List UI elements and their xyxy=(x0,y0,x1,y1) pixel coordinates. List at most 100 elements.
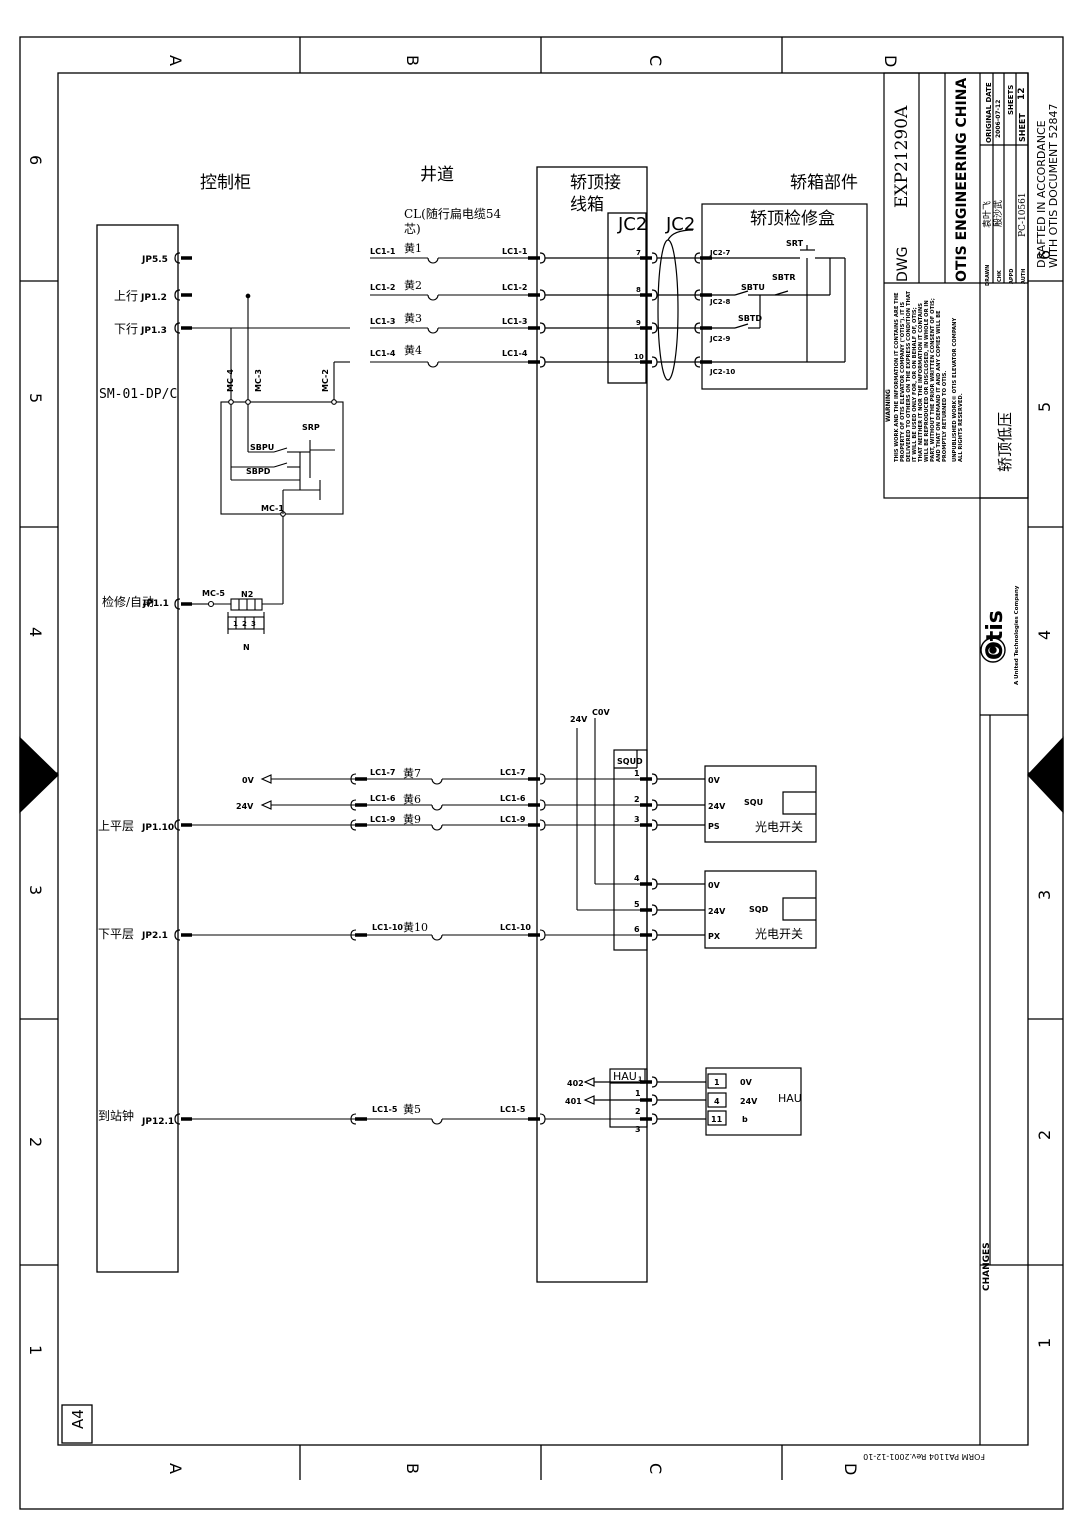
drafted-line-2: WITH OTIS DOCUMENT 52847 xyxy=(1047,104,1060,268)
warning-line-3: DELIVERED TO OTHERS ON THE EXPRESS CONDI… xyxy=(906,291,912,462)
mc-1-label: MC-1 xyxy=(261,504,284,513)
col-label-bottom-d: D xyxy=(841,1463,860,1475)
row-label-right-1: 1 xyxy=(1035,1338,1054,1348)
row-label-left-5: 5 xyxy=(26,393,45,403)
warning-line-7: PART, WITHOUT THE PRIOR WRITTEN CONSENT … xyxy=(930,298,936,462)
col-label-bottom-a: A xyxy=(166,1463,185,1474)
heading-cartop-box-1: 轿顶接 xyxy=(570,173,621,193)
lc1-2-right: LC1-2 xyxy=(502,283,527,292)
jc-pin-8: 8 xyxy=(636,286,641,294)
squd-pin-2: 2 xyxy=(634,795,640,804)
wire-color-9: 黄9 xyxy=(403,812,421,826)
title-block xyxy=(883,72,1029,1445)
lc1-9-right: LC1-9 xyxy=(500,815,526,824)
port-pin-jp5-5: JP5.5 xyxy=(141,255,168,265)
n-pin-1: 1 xyxy=(233,620,238,628)
port-pin-jp1-1: JP1.1 xyxy=(142,599,169,609)
traveling-cable-wires xyxy=(370,257,528,368)
heading-cabinet: 控制柜 xyxy=(200,173,251,193)
wire-color-7: 黄7 xyxy=(403,766,421,780)
row-label-left-6: 6 xyxy=(26,155,45,165)
supply-24v-label: 24V xyxy=(570,715,588,724)
auth-label: AUTH xyxy=(1021,269,1027,284)
row-label-right-5: 5 xyxy=(1035,402,1054,412)
frame-labels: A B C D A B C D 6 5 4 3 2 1 5 4 3 2 1 A4… xyxy=(26,55,1054,1475)
lc1-10-left: LC1-10 xyxy=(372,923,403,932)
warning-line-10: UNPUBLISHED WORK© OTIS ELEVATOR COMPANY xyxy=(952,317,958,462)
hau-box-label: HAU xyxy=(613,1070,637,1083)
squd-pin-6: 6 xyxy=(634,925,640,934)
drawn-name: 袁叶飞 xyxy=(981,201,993,228)
port-cn-down-level: 下平层 xyxy=(98,927,134,941)
cartop-junction-box xyxy=(536,166,648,1283)
ov-supply-label: 0V xyxy=(242,776,255,785)
auth-value: PC-10561 xyxy=(1018,192,1028,237)
n-pin-2: 2 xyxy=(242,620,247,628)
port-pin-jp12-1: JP12.1 xyxy=(141,1117,174,1127)
col-label-top-d: D xyxy=(881,55,900,67)
sqd-name: SQD xyxy=(749,905,769,914)
jc2-7-label: JC2-7 xyxy=(709,249,731,257)
sensor-wires xyxy=(192,718,640,1125)
mc-2-label: MC-2 xyxy=(321,369,330,392)
heading-car-parts: 轿箱部件 xyxy=(790,173,858,193)
hau-out-401: 401 xyxy=(565,1097,582,1106)
sbtu-label: SBTU xyxy=(741,283,765,292)
warning-line-5: THAT NEITHER IT NOR THE INFORMATION IT C… xyxy=(918,303,924,462)
mc-4-label: MC-4 xyxy=(226,369,235,392)
hau-pin-3: 3 xyxy=(635,1125,641,1134)
hau-pin-1: 1 xyxy=(635,1089,641,1098)
port-cn-gong: 到站钟 xyxy=(98,1108,134,1123)
sheet-label: SHEET xyxy=(1018,113,1027,142)
squd-pin-1: 1 xyxy=(634,769,640,778)
cable-label-2: 芯) xyxy=(404,222,421,236)
n-pin-3: 3 xyxy=(251,620,256,628)
warning-line-6: WILL BE REPRODUCED OR DISCLOSED, IN WHOL… xyxy=(924,300,930,462)
jc2-label-a: JC2 xyxy=(617,214,647,235)
sbpd-label: SBPD xyxy=(246,467,271,476)
port-pin-jp2-1: JP2.1 xyxy=(141,931,168,941)
port-cn-up-level: 上平层 xyxy=(98,819,134,833)
heading-inspection-box: 轿顶检修盒 xyxy=(750,209,835,229)
lc1-9-left: LC1-9 xyxy=(370,815,396,824)
squ-pin-24v: 24V xyxy=(708,802,726,811)
24v-supply-label: 24V xyxy=(236,802,254,811)
squd-pin-5: 5 xyxy=(634,900,640,909)
title-row-label-6: 6 xyxy=(1035,250,1054,260)
squ-desc: 光电开关 xyxy=(755,820,803,834)
sheets-label: SHEETS xyxy=(1007,85,1015,115)
lc1-4-left: LC1-4 xyxy=(370,349,396,358)
drawing-frame xyxy=(19,36,1064,1510)
hau-dev-num-1: 1 xyxy=(714,1078,720,1087)
junction-connectors xyxy=(528,229,712,381)
hau-dev-sig-b: b xyxy=(742,1115,748,1124)
hau-box-sub: 1 xyxy=(638,1076,642,1083)
jc-pin-9: 9 xyxy=(636,319,641,327)
row-label-right-4: 4 xyxy=(1035,630,1054,640)
wire-color-6: 黄6 xyxy=(403,792,421,806)
lc1-5-left: LC1-5 xyxy=(372,1105,398,1114)
appd-label: APPD xyxy=(1009,269,1015,284)
hau-dev-sig-0v: 0V xyxy=(740,1078,753,1087)
lc1-7-right: LC1-7 xyxy=(500,768,525,777)
mc-5-label: MC-5 xyxy=(202,589,225,598)
warning-line-11: ALL RIGHTS RESERVED. xyxy=(958,393,964,462)
chk-name: 殷沙武 xyxy=(992,200,1004,227)
jc2-9-label: JC2-9 xyxy=(709,335,731,343)
squd-pin-4: 4 xyxy=(634,874,640,883)
heading-cartop-box-2: 线箱 xyxy=(570,195,604,215)
port-cn-down: 下行 xyxy=(114,322,138,336)
wire-color-4: 黄4 xyxy=(404,343,422,357)
control-cabinet xyxy=(96,224,179,1273)
sqd-pin-0v: 0V xyxy=(708,881,721,890)
squd-terminal-block xyxy=(613,749,817,951)
cartop-inspection-box xyxy=(701,203,868,390)
board-label: SM-01-DP/C xyxy=(99,387,177,402)
row-label-right-3: 3 xyxy=(1035,890,1054,900)
hau-pin-2: 2 xyxy=(635,1107,641,1116)
squ-name: SQU xyxy=(744,798,763,807)
drawn-label: DRAWN xyxy=(985,265,991,286)
wire-color-2: 黄2 xyxy=(404,278,422,292)
lc1-2-left: LC1-2 xyxy=(370,283,395,292)
